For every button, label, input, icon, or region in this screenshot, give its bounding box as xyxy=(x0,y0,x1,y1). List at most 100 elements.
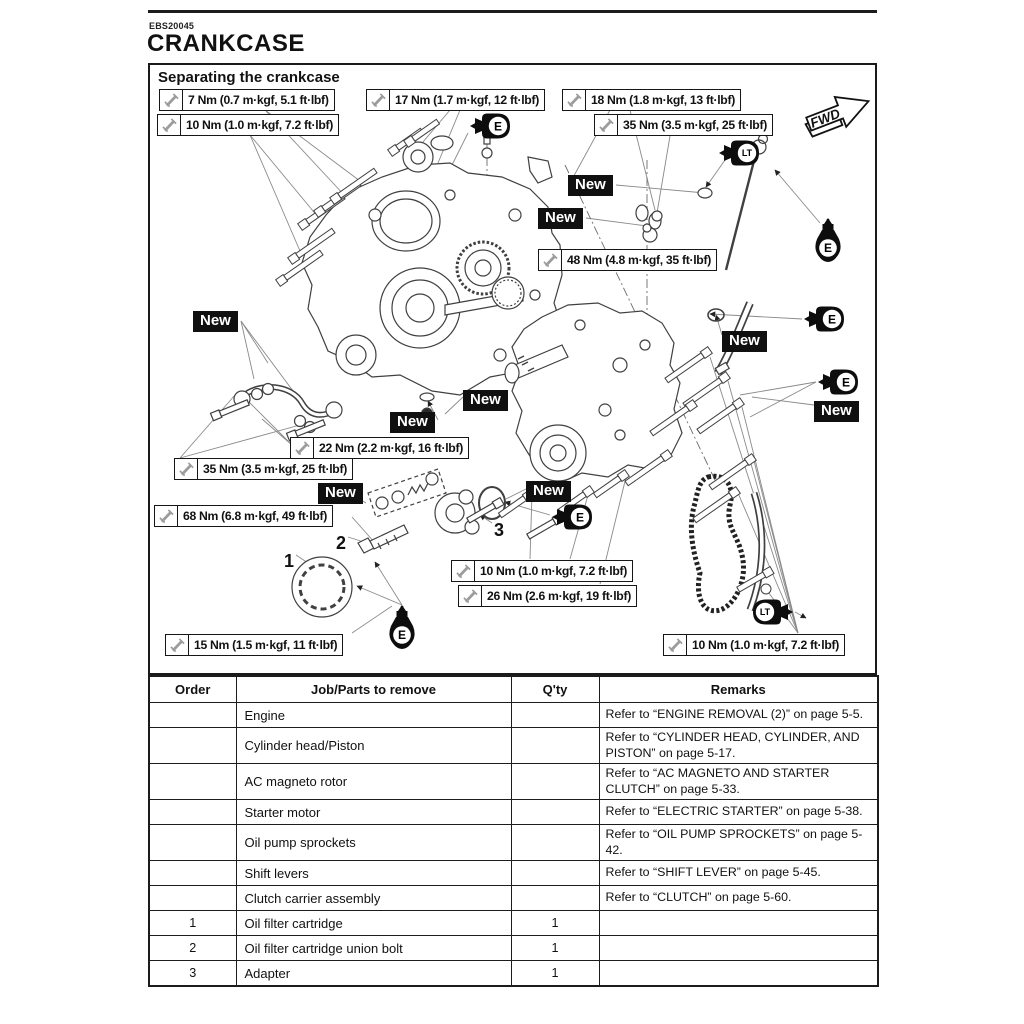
wrench-icon xyxy=(158,508,174,523)
table-row: Starter motor Refer to “ELECTRIC STARTER”… xyxy=(148,799,879,825)
engine-oil-symbol: E xyxy=(815,367,861,397)
qty-cell xyxy=(510,727,600,764)
engine-oil-symbol: E xyxy=(467,111,513,141)
torque-label: 7 Nm (0.7 m·kgf, 5.1 ft·lbf) xyxy=(159,89,335,111)
job-cell: Starter motor xyxy=(235,799,512,825)
torque-label: 68 Nm (6.8 m·kgf, 49 ft·lbf) xyxy=(154,505,333,527)
torque-label-text: 15 Nm (1.5 m·kgf, 11 ft·lbf) xyxy=(194,638,338,652)
torque-label-text: 17 Nm (1.7 m·kgf, 12 ft·lbf) xyxy=(395,93,539,107)
qty-cell xyxy=(510,799,600,825)
job-cell: AC magneto rotor xyxy=(235,763,512,800)
torque-label: 18 Nm (1.8 m·kgf, 13 ft·lbf) xyxy=(562,89,741,111)
wrench-icon-cell xyxy=(175,459,198,479)
crankcase-right xyxy=(504,302,683,484)
part-number-1: 1 xyxy=(284,551,295,571)
torque-label: 10 Nm (1.0 m·kgf, 7.2 ft·lbf) xyxy=(157,114,340,136)
column-header: Remarks xyxy=(598,675,879,703)
remarks-cell: Refer to “AC MAGNETO AND STARTER CLUTCH”… xyxy=(598,763,879,800)
job-cell: Oil filter cartridge xyxy=(235,910,512,936)
torque-label-text: 10 Nm (1.0 m·kgf, 7.2 ft·lbf) xyxy=(480,564,628,578)
table-row: Cylinder head/Piston Refer to “CYLINDER H… xyxy=(148,727,879,764)
wrench-icon xyxy=(455,563,471,578)
svg-text:E: E xyxy=(842,375,850,389)
torque-label-text: 10 Nm (1.0 m·kgf, 7.2 ft·lbf) xyxy=(186,118,334,132)
job-cell: Oil pump sprockets xyxy=(235,824,512,861)
table-row: AC magneto rotor Refer to “AC MAGNETO AND… xyxy=(148,763,879,800)
torque-label-text: 48 Nm (4.8 m·kgf, 35 ft·lbf) xyxy=(567,253,711,267)
figure-canvas: Separating the crankcase FWD xyxy=(148,63,877,675)
torque-label-text: 26 Nm (2.6 m·kgf, 19 ft·lbf) xyxy=(487,589,631,603)
svg-text:E: E xyxy=(576,510,584,524)
wrench-icon-cell xyxy=(367,90,390,110)
section-code: EBS20045 xyxy=(149,21,195,31)
wrench-icon-cell xyxy=(563,90,586,110)
torque-label-text: 18 Nm (1.8 m·kgf, 13 ft·lbf) xyxy=(591,93,735,107)
cam-chain xyxy=(688,473,775,614)
wrench-icon xyxy=(161,117,177,132)
wrench-icon-cell xyxy=(664,635,687,655)
qty-cell xyxy=(510,702,600,728)
part-number-3: 3 xyxy=(494,520,505,540)
svg-text:E: E xyxy=(828,312,836,326)
page-title: CRANKCASE xyxy=(147,30,305,57)
torque-label: 22 Nm (2.2 m·kgf, 16 ft·lbf) xyxy=(290,437,469,459)
new-part-badge: New xyxy=(814,401,859,422)
torque-label: 48 Nm (4.8 m·kgf, 35 ft·lbf) xyxy=(538,249,717,271)
order-cell xyxy=(148,799,237,825)
wrench-icon xyxy=(178,461,194,476)
wrench-icon-cell xyxy=(166,635,189,655)
torque-label: 15 Nm (1.5 m·kgf, 11 ft·lbf) xyxy=(165,634,344,656)
order-cell: 1 xyxy=(148,910,237,936)
svg-text:LT: LT xyxy=(760,607,771,617)
new-part-badge: New xyxy=(722,331,767,352)
svg-text:E: E xyxy=(398,628,406,642)
wrench-icon-cell xyxy=(160,90,183,110)
remarks-cell: Refer to “CYLINDER HEAD, CYLINDER, AND P… xyxy=(598,727,879,764)
exploded-diagram xyxy=(179,109,821,634)
wrench-icon xyxy=(370,92,386,107)
svg-text:LT: LT xyxy=(742,148,753,158)
torque-label: 35 Nm (3.5 m·kgf, 25 ft·lbf) xyxy=(174,458,353,480)
remarks-cell: Refer to “CLUTCH” on page 5-60. xyxy=(598,885,879,911)
wrench-icon-cell xyxy=(459,586,482,606)
job-cell: Oil filter cartridge union bolt xyxy=(235,935,512,961)
wrench-icon-cell xyxy=(155,506,178,526)
order-cell xyxy=(148,763,237,800)
job-cell: Engine xyxy=(235,702,512,728)
torque-label-text: 7 Nm (0.7 m·kgf, 5.1 ft·lbf) xyxy=(188,93,329,107)
wrench-icon xyxy=(462,588,478,603)
job-cell: Adapter xyxy=(235,960,512,987)
torque-label: 10 Nm (1.0 m·kgf, 7.2 ft·lbf) xyxy=(451,560,634,582)
remarks-cell: Refer to “ELECTRIC STARTER” on page 5-38… xyxy=(598,799,879,825)
part-number-2: 2 xyxy=(336,533,347,553)
column-header: Job/Parts to remove xyxy=(235,675,512,703)
wrench-icon xyxy=(566,92,582,107)
torque-label: 10 Nm (1.0 m·kgf, 7.2 ft·lbf) xyxy=(663,634,846,656)
order-cell xyxy=(148,727,237,764)
torque-label: 26 Nm (2.6 m·kgf, 19 ft·lbf) xyxy=(458,585,637,607)
job-cell: Cylinder head/Piston xyxy=(235,727,512,764)
new-part-badge: New xyxy=(193,311,238,332)
torque-label-text: 22 Nm (2.2 m·kgf, 16 ft·lbf) xyxy=(319,441,463,455)
new-part-badge: New xyxy=(463,390,508,411)
remarks-cell: Refer to “OIL PUMP SPROCKETS” on page 5-… xyxy=(598,824,879,861)
wrench-icon xyxy=(542,252,558,267)
qty-cell xyxy=(510,885,600,911)
qty-cell: 1 xyxy=(510,935,600,961)
new-part-badge: New xyxy=(390,412,435,433)
remarks-cell xyxy=(598,935,879,961)
oil-filter-parts xyxy=(291,468,565,618)
column-header: Q'ty xyxy=(510,675,600,703)
engine-oil-symbol: E xyxy=(813,218,843,264)
new-part-badge: New xyxy=(318,483,363,504)
engine-oil-symbol: E xyxy=(801,304,847,334)
oil-pipe xyxy=(209,382,343,442)
